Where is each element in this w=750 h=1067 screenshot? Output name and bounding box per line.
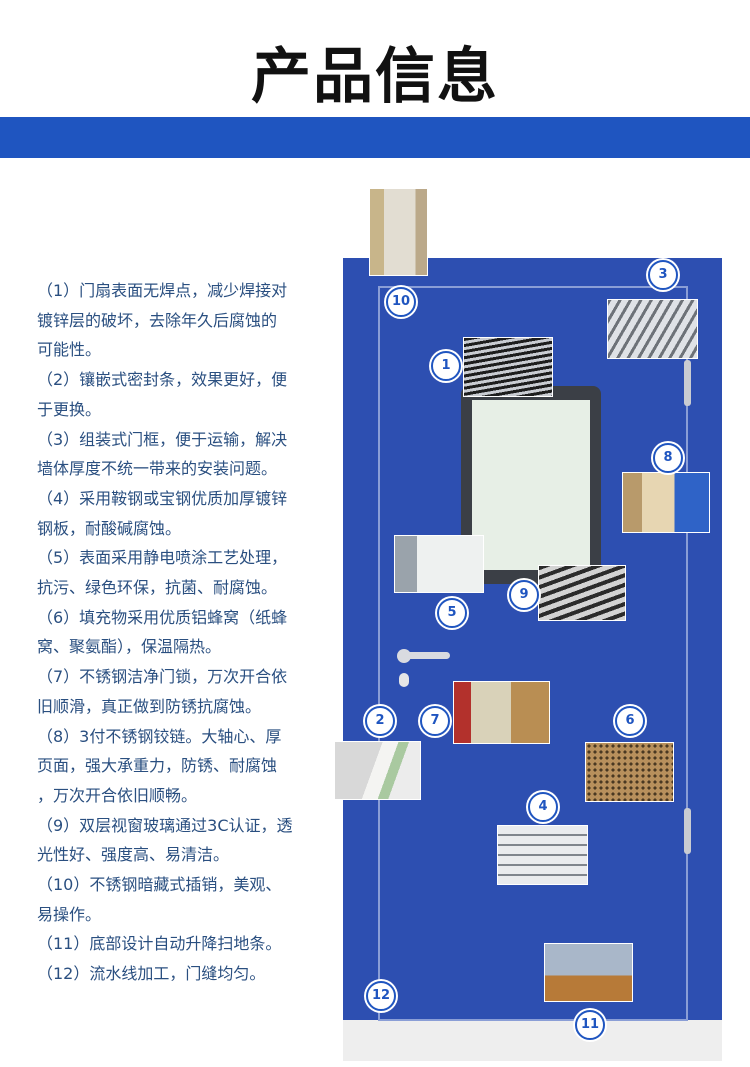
feature-line: （1）门扇表面无焊点，减少焊接对 <box>37 281 288 300</box>
feature-line: （6）填充物采用优质铝蜂窝（纸蜂 <box>37 607 288 627</box>
badge-5: 5 <box>437 598 467 628</box>
feature-line: （8）3付不锈钢铰链。大轴心、厚 <box>37 726 282 746</box>
badge-6: 6 <box>615 706 645 736</box>
badge-11: 11 <box>575 1010 605 1040</box>
door-window <box>461 386 601 584</box>
keyhole-icon <box>399 673 409 687</box>
hinge-icon <box>684 808 691 854</box>
hinge-icon <box>684 360 691 406</box>
feature-line: （10）不锈钢暗藏式插销，美观、 <box>37 875 282 895</box>
window-glass <box>472 400 590 570</box>
feature-line: （7）不锈钢洁净门锁，万次开合依 <box>37 667 288 687</box>
badge-12: 12 <box>366 981 396 1011</box>
frame-photo <box>607 299 698 359</box>
feature-line: 可能性。 <box>37 340 102 360</box>
badge-2: 2 <box>365 706 395 736</box>
feature-line: （2）镶嵌式密封条，效果更好，便 <box>37 370 288 390</box>
feature-line: 于更换。 <box>37 399 102 419</box>
hinge-photo <box>622 472 710 533</box>
badge-1: 1 <box>431 351 461 381</box>
feature-line: （11）底部设计自动升降扫地条。 <box>37 934 282 954</box>
badge-3: 3 <box>648 260 678 290</box>
badge-7: 7 <box>420 706 450 736</box>
badge-8: 8 <box>653 443 683 473</box>
feature-list: （1）门扇表面无焊点，减少焊接对 镀锌层的破坏，去除年久后腐蚀的 可能性。 （2… <box>37 276 327 989</box>
feature-line: 窝、聚氨酯），保温隔热。 <box>37 637 222 657</box>
page-title: 产品信息 <box>251 42 499 112</box>
feature-line: 旧顺滑，真正做到防锈抗腐蚀。 <box>37 696 262 716</box>
steel-plate-photo <box>497 825 588 885</box>
coating-photo <box>394 535 484 593</box>
feature-line: 墙体厚度不统一带来的安装问题。 <box>37 459 278 479</box>
feature-line: （9）双层视窗玻璃通过3C认证，透 <box>37 815 293 835</box>
badge-9: 9 <box>509 580 539 610</box>
feature-line: 镀锌层的破坏，去除年久后腐蚀的 <box>37 310 278 330</box>
feature-line: （4）采用鞍钢或宝钢优质加厚镀锌 <box>37 488 288 508</box>
feature-line: ，万次开合依旧顺畅。 <box>37 785 198 805</box>
honeycomb-photo <box>585 742 674 802</box>
sweep-strip-photo <box>544 943 633 1002</box>
badge-4: 4 <box>528 792 558 822</box>
seal-strip-photo <box>463 337 553 397</box>
feature-line: 易操作。 <box>37 904 102 924</box>
door-frame-line <box>378 286 688 1021</box>
feature-line: （3）组装式门框，便于运输，解决 <box>37 429 288 449</box>
bolt-photo <box>369 188 428 276</box>
feature-line: 钢板，耐酸碱腐蚀。 <box>37 518 182 538</box>
feature-line: 光性好、强度高、易清洁。 <box>37 845 230 865</box>
lock-photo <box>453 681 550 744</box>
door-handle-icon <box>404 652 450 659</box>
feature-line: （5）表面采用静电喷涂工艺处理， <box>37 548 288 568</box>
badge-10: 10 <box>386 287 416 317</box>
feature-line: 抗污、绿色环保，抗菌、耐腐蚀。 <box>37 578 278 598</box>
seal-photo <box>334 741 421 800</box>
feature-line: （12）流水线加工，门缝均匀。 <box>37 964 266 984</box>
glass-photo <box>538 565 626 621</box>
feature-line: 页面，强大承重力，防锈、耐腐蚀 <box>37 756 278 776</box>
handle-rose-icon <box>397 649 411 663</box>
header-band <box>0 117 750 158</box>
